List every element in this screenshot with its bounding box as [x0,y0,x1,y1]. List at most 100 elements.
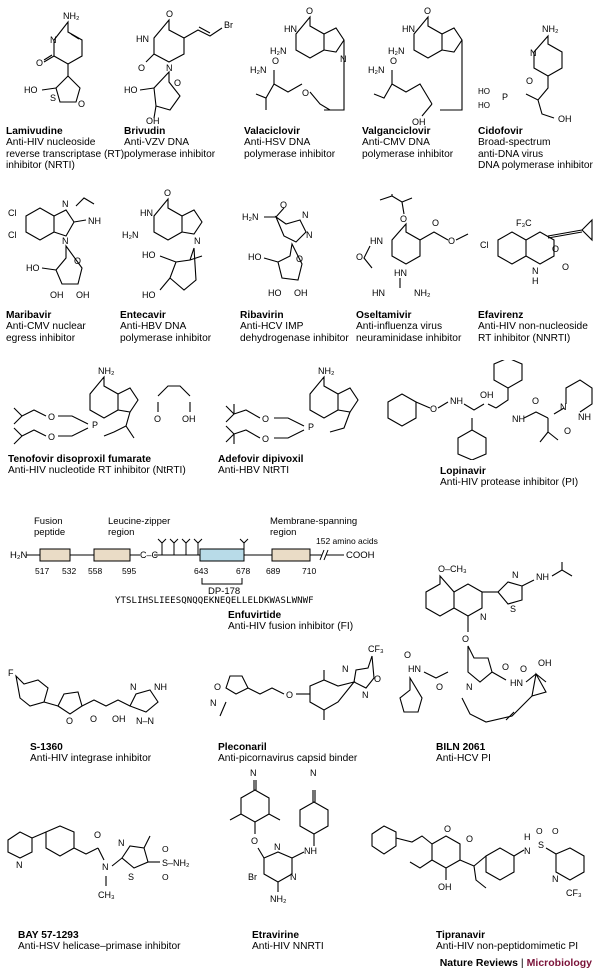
compound-name: Enfuvirtide [228,610,282,621]
atom-label: Br [224,20,233,30]
atom-label: NH [578,412,591,422]
structure-maribavir: Cl Cl N N NH O HO OH OH [6,194,124,304]
compound-description: Anti-HBV NtRTI [218,465,290,477]
atom-label: O [214,682,221,692]
glycosylation-sites [157,538,249,555]
atom-label: S–NH₂ [162,858,190,868]
compound-name: Tipranavir [436,930,486,941]
atom-label: NH₂ [63,11,80,21]
atom-label: S [510,604,516,614]
compound-name: BAY 57-1293 [18,930,79,941]
atom-label: N [210,698,217,708]
atom-label: N [102,862,109,872]
journal-credit: Nature Reviews|Microbiology [440,957,592,969]
atom-label: O [74,256,81,266]
structure-cidofovir: NH₂ N O P HO HO OH [478,22,596,126]
atom-label: OH [146,116,160,126]
caption-enfuvirtide: Enfuvirtide Anti-HIV fusion inhibitor (F… [228,610,353,633]
compound-name: Ribavirin [240,310,284,321]
atom-label: HN [510,678,523,688]
atom-label: N [130,682,137,692]
atom-label: O [272,56,279,66]
atom-label: O [374,674,381,684]
compound-name: Brivudin [124,126,166,137]
residue-678: 678 [236,566,250,576]
atom-label: O [174,78,181,88]
compound-description: Anti-HIV fusion inhibitor (FI) [228,621,354,633]
structure-tipranavir: O O OH H N S O O N CF₃ [366,814,596,914]
atom-label: O [564,426,571,436]
atom-label: HO [268,288,282,298]
caption-oseltamivir: Oseltamivir Anti-influenza virus neurami… [356,310,461,344]
structure-adefovir: NH₂ P O O [218,366,378,448]
atom-label: O [436,682,443,692]
atom-label: HN [284,24,297,34]
atom-label: OH [412,117,426,126]
atom-label: H₂N [368,65,385,75]
atom-label: HO [24,85,38,95]
h2n-terminus-label: H₂N [10,550,28,561]
residue-689: 689 [266,566,280,576]
atom-label: HN [136,34,149,44]
compound-description: Anti-HSV DNA polymerase inhibitor [244,137,336,160]
caption-adefovir: Adefovir dipivoxil Anti-HBV NtRTI [218,454,303,477]
residue-595: 595 [122,566,136,576]
atom-label: O [306,6,313,16]
atom-label: NH₂ [270,894,287,904]
atom-label: OH [438,882,452,892]
atom-label: N [340,54,347,64]
atom-label: O [448,236,455,246]
compound-name: Valaciclovir [244,126,301,137]
compound-description: Anti-picornavirus capsid binder [218,753,358,765]
atom-label: O [66,716,73,726]
atom-label: O–CH₃ [438,564,467,574]
atom-label: O [520,664,527,674]
atom-label: O [444,824,451,834]
atom-label: NH [450,396,463,406]
compound-description: Anti-HIV non-peptidomimetic PI [436,941,579,953]
compound-description: Anti-HIV non-nucleoside RT inhibitor (NN… [478,321,588,344]
atom-label: CF₃ [566,888,582,898]
atom-label: Cl [480,240,489,250]
atom-label: HO [478,87,490,96]
compound-description: Anti-HCV IMP dehydrogenase inhibitor [240,321,349,344]
atom-label: N [552,874,559,884]
atom-label: O [432,218,439,228]
caption-etravirine: Etravirine Anti-HIV NNRTI [252,930,324,953]
atom-label: NH [512,414,525,424]
atom-label: O [400,214,407,224]
compound-name: Maribavir [6,310,52,321]
atom-label: O [90,714,97,724]
atom-label: CH₃ [98,890,115,900]
caption-lamivudine: Lamivudine Anti-HIV nucleoside reverse t… [6,126,124,172]
atom-label: O [166,9,173,19]
atom-label: S [538,840,544,850]
atom-label: HN [370,236,383,246]
atom-label: N [250,768,257,778]
atom-label: H₂N [270,46,287,56]
atom-label: NH₂ [98,366,115,376]
leucine-zipper-box [93,548,131,562]
atom-label: P [92,420,98,430]
compound-name: Tenofovir disoproxil fumarate [8,454,152,465]
compound-description: Anti-influenza virus neuraminidase inhib… [356,321,462,344]
atom-label: HN [140,208,153,218]
atom-label: N [480,612,487,622]
atom-label: O [502,662,509,672]
atom-label: N [302,210,309,220]
atom-label: O [48,432,55,442]
compound-description: Anti-CMV DNA polymerase inhibitor [362,137,454,160]
atom-label: H₂N [242,212,259,222]
compound-name: Oseltamivir [356,310,412,321]
structure-tenofovir: NH₂ P O O O OH [8,366,208,448]
atom-label: H₂N [250,65,267,75]
atom-label: O [462,634,469,644]
cc-bond-label: C–C [140,550,159,560]
atom-label: F₃C [516,218,532,228]
compound-name: Lopinavir [440,466,486,477]
atom-label: CF₃ [368,644,384,654]
caption-biln2061: BILN 2061 Anti-HCV PI [436,742,491,765]
atom-label: O [78,99,85,109]
